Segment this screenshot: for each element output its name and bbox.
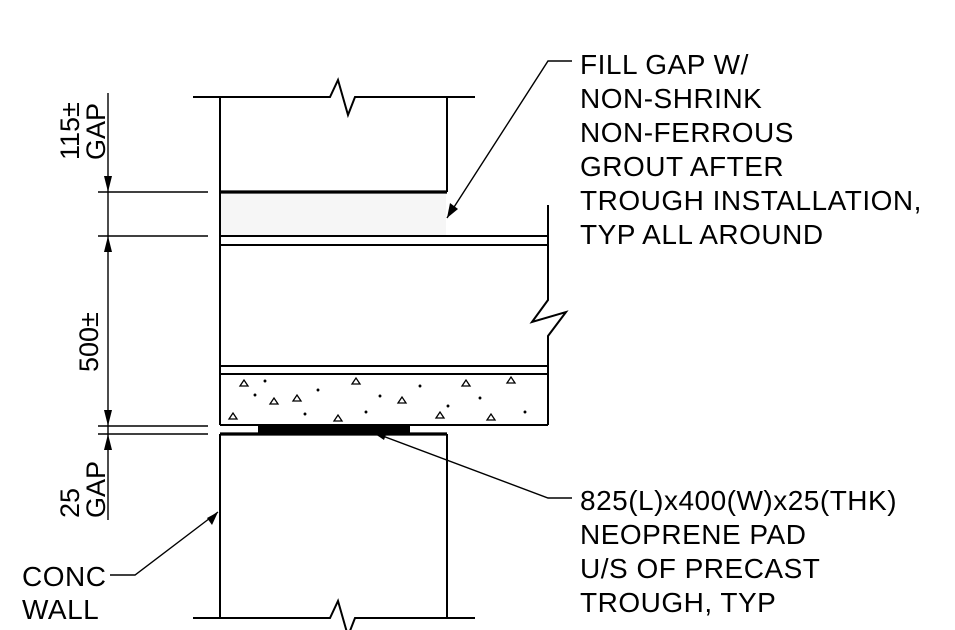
- wall-note: CONC WALL: [22, 561, 106, 625]
- pad-note-line-1: 825(L)x400(W)x25(THK): [580, 485, 897, 516]
- grout-note-line-1: FILL GAP W/: [580, 49, 749, 80]
- dim-top-gap-label: 115± GAP: [55, 102, 111, 160]
- wall-note-line-2: WALL: [22, 594, 99, 625]
- pad-note-line-4: TROUGH, TYP: [580, 587, 776, 618]
- dim-trough-depth-value: 500±: [74, 312, 104, 372]
- neoprene-pad: [258, 425, 410, 434]
- upper-wall: [193, 77, 475, 194]
- pad-note-line-3: U/S OF PRECAST: [580, 553, 820, 584]
- concrete-hatch: [227, 375, 527, 422]
- dim-top-gap-unit: GAP: [81, 103, 111, 160]
- dim-bottom-gap-label: 25 GAP: [55, 461, 111, 518]
- grout-note-line-5: TROUGH INSTALLATION,: [580, 185, 922, 216]
- grout-note-line-2: NON-SHRINK: [580, 83, 762, 114]
- dim-top-gap-value: 115±: [55, 102, 85, 160]
- dim-bottom-gap-value: 25: [55, 488, 85, 518]
- grout-note-line-3: NON-FERROUS: [580, 117, 794, 148]
- grout-note: FILL GAP W/ NON-SHRINK NON-FERROUS GROUT…: [580, 49, 922, 250]
- grout-note-line-6: TYP ALL AROUND: [580, 219, 824, 250]
- wall-note-line-1: CONC: [22, 561, 106, 592]
- lower-wall: [193, 432, 475, 630]
- pad-note: 825(L)x400(W)x25(THK) NEOPRENE PAD U/S O…: [580, 485, 897, 618]
- dim-trough-depth-label: 500±: [74, 312, 104, 372]
- leader-lines: [110, 60, 572, 576]
- dimension-lines: [98, 93, 208, 520]
- grout-note-line-4: GROUT AFTER: [580, 151, 784, 182]
- grout-fill: [221, 194, 446, 235]
- dim-bottom-gap-unit: GAP: [81, 461, 111, 518]
- pad-note-line-2: NEOPRENE PAD: [580, 519, 806, 550]
